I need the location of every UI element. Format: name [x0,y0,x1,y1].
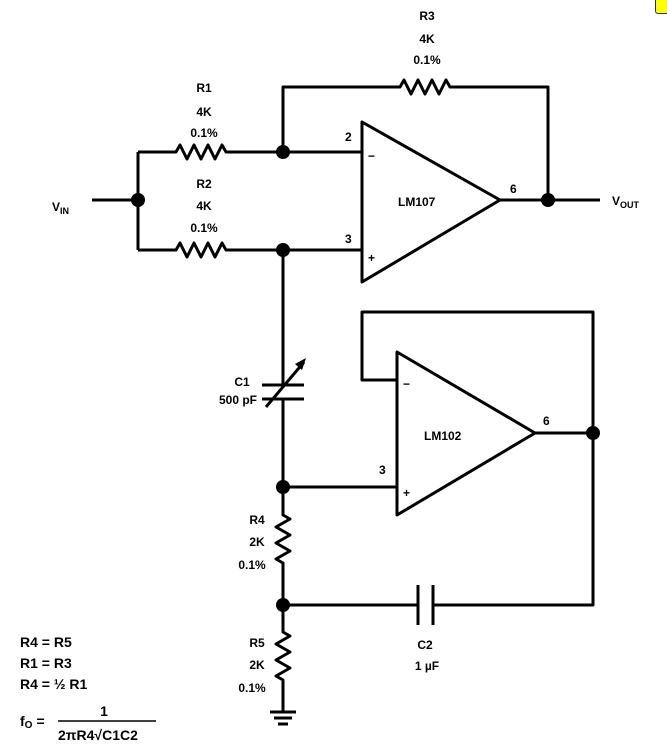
r3-value: 4K [419,32,435,46]
resistor-r1 [138,143,283,161]
c1-name: C1 [234,375,250,389]
lm102-plus: + [403,486,410,500]
resistor-r5 [274,605,292,712]
c1-arrowhead-icon [295,358,306,370]
r4-name: R4 [249,513,265,527]
r3-name: R3 [419,9,435,23]
r1-tol: 0.1% [190,126,218,140]
lm102-minus: − [403,377,410,391]
r2-value: 4K [196,199,212,213]
vin-label: VIN [52,200,69,216]
r4-value: 2K [249,535,265,549]
c1-value: 500 pF [219,393,257,407]
lm107-minus: − [368,149,375,163]
c1-variable-arrow [264,361,306,408]
lm102-pin6: 6 [543,414,550,428]
corner-marker [655,0,667,14]
r5-name: R5 [249,636,265,650]
ground-icon [270,710,296,726]
lm107-plus: + [368,251,375,265]
capacitor-c2 [283,433,595,625]
lm102-label: LM102 [424,429,462,443]
r2-name: R2 [196,177,212,191]
resistor-r4 [274,487,292,605]
resistor-r2 [138,241,283,259]
lm107-pin6: 6 [510,182,517,196]
formula-lhs: fO= [20,713,45,731]
node-vout [541,193,555,207]
lm102-feedback-wire [360,310,595,433]
formula-numerator: 1 [100,703,108,719]
r2-tol: 0.1% [190,221,218,235]
c2-value: 1 µF [415,659,439,673]
vout-label: VOUT [612,194,640,210]
opamp-lm107 [360,120,502,284]
equation-r1-r3: R1 = R3 [20,655,72,671]
r4-tol: 0.1% [238,558,266,572]
lm107-pin2: 2 [345,130,352,144]
resistor-r3 [281,78,550,200]
r5-tol: 0.1% [238,681,266,695]
lm107-pin3: 3 [345,232,352,246]
lm107-input-wires [283,150,362,252]
r5-value: 2K [249,658,265,672]
r3-tol: 0.1% [413,53,441,67]
lm107-label: LM107 [398,195,436,209]
equation-r4-half-r1: R4 = ½ R1 [20,676,88,692]
r1-value: 4K [196,105,212,119]
formula-denominator: 2πR4√C1C2 [58,727,138,743]
lm102-pin3: 3 [379,463,386,477]
node-vin [131,193,145,207]
r1-name: R1 [196,81,212,95]
opamp-lm102 [395,350,537,517]
equation-r4-r5: R4 = R5 [20,634,72,650]
c2-name: C2 [417,638,433,652]
